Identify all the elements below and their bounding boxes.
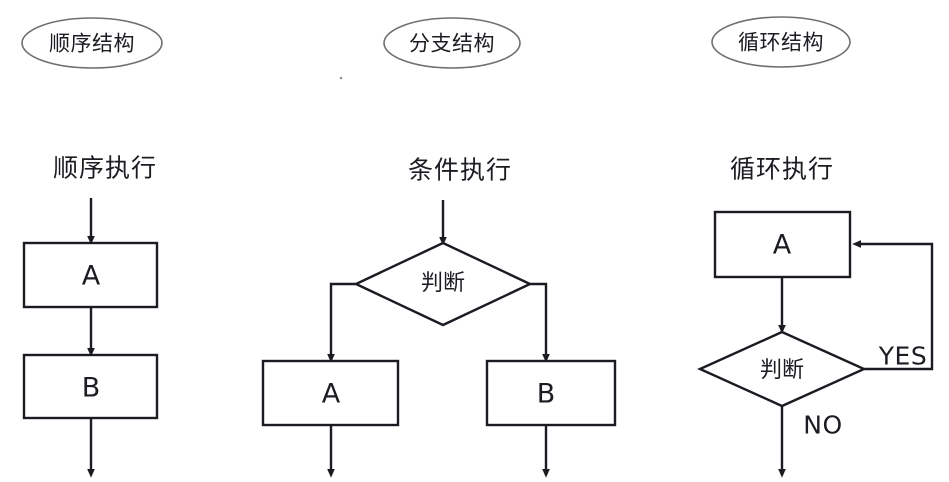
section-heading-conditional-execution: 条件执行 [407,155,513,185]
ellipse-label-branch-structure: 分支结构 [409,31,495,56]
arrow-loop-yes-feedback [852,240,934,371]
loop-box-a [713,210,852,279]
ellipse-label-sequential-structure: 顺序结构 [49,31,135,56]
arrow-branch-left-to-a [327,282,356,363]
ellipse-sequential-structure [21,17,163,69]
loop-decision-label: 判断 [759,358,805,383]
section-heading-sequential-execution: 顺序执行 [52,153,158,183]
seq-box-b [22,353,159,420]
branch-box-b [485,359,617,427]
ellipse-loop-structure [711,16,851,68]
section-heading-loop-execution: 循环执行 [729,154,835,184]
seq-box-a-label: A [81,260,101,292]
ellipse-label-loop-structure: 循环结构 [738,30,824,55]
seq-box-a [22,241,159,309]
branch-box-b-label: B [536,378,556,410]
branch-decision-label: 判断 [420,271,466,296]
arrow-branch-right-to-b [530,282,550,363]
branch-decision-diamond [353,241,533,327]
loop-yes-branch-label: YES [878,341,928,371]
loop-box-a-label: A [772,229,792,261]
loop-no-branch-label: NO [803,410,843,440]
branch-box-a [261,359,400,427]
ellipse-branch-structure [383,17,521,69]
seq-box-b-label: B [81,372,101,404]
stray-dot [339,76,343,80]
branch-box-a-label: A [321,378,341,410]
